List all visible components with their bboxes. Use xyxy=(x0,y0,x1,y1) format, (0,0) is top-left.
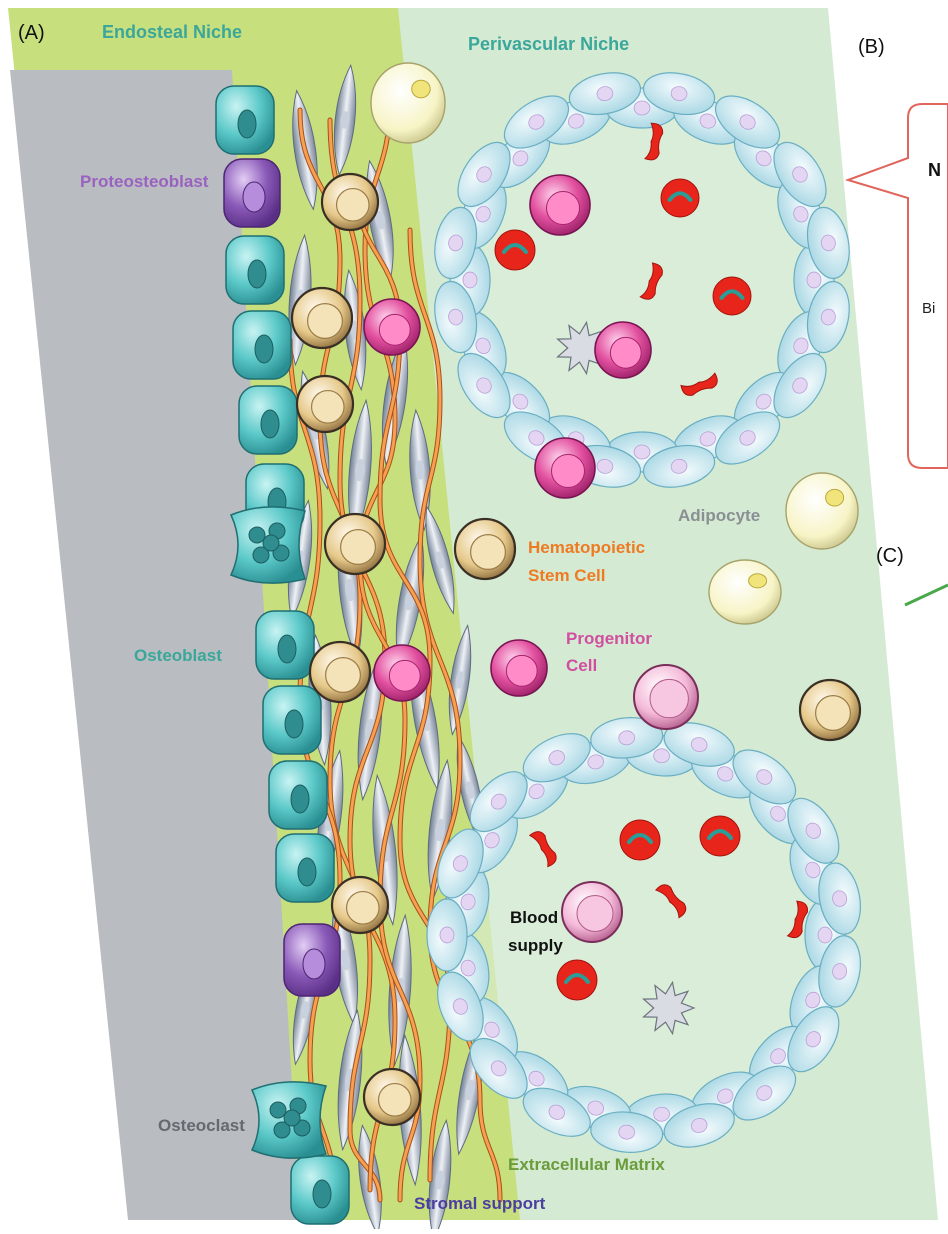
adipocyte-cell xyxy=(709,560,781,624)
hsc-nucleus xyxy=(312,391,344,423)
blood-supply-label-line1: Blood xyxy=(510,908,558,928)
red-blood-cell xyxy=(700,816,740,856)
stromal-support-label: Stromal support xyxy=(414,1194,545,1214)
hsc-label-line1: Hematopoietic xyxy=(528,538,645,558)
osteoblast-nucleus xyxy=(261,410,279,438)
progenitor-label-line1: Progenitor xyxy=(566,629,652,649)
osteoblast-nucleus xyxy=(278,635,296,663)
hsc-nucleus xyxy=(337,189,369,221)
osteoclast-nucleus xyxy=(284,1110,300,1126)
proteosteoblast-label: Proteosteoblast xyxy=(80,172,208,192)
endothelial-cell xyxy=(427,899,467,971)
red-blood-cell xyxy=(495,230,535,270)
osteoblast-nucleus xyxy=(255,335,273,363)
hsc-nucleus xyxy=(308,304,343,339)
osteoclast-nucleus xyxy=(263,535,279,551)
adipocyte-cell xyxy=(786,473,858,549)
osteoclast-nucleus xyxy=(270,1102,286,1118)
progenitor-nucleus xyxy=(610,337,641,368)
hsc-nucleus xyxy=(326,658,361,693)
blood-supply-label-line2: supply xyxy=(508,936,563,956)
red-blood-cell xyxy=(713,277,751,315)
panel-c-letter: (C) xyxy=(876,545,904,568)
adipocyte-nucleus xyxy=(749,574,767,588)
progenitor-nucleus xyxy=(552,455,585,488)
osteoblast-nucleus xyxy=(291,785,309,813)
progenitor-nucleus xyxy=(547,192,580,225)
osteoblast-nucleus xyxy=(248,260,266,288)
progenitor-label-line2: Cell xyxy=(566,656,597,676)
hsc-label-line2: Stem Cell xyxy=(528,566,605,586)
endosteal-niche-label: Endosteal Niche xyxy=(102,22,242,43)
adipocyte-cell xyxy=(371,63,445,143)
hsc-nucleus xyxy=(471,535,506,570)
adipocyte-nucleus xyxy=(826,489,844,506)
red-blood-cell xyxy=(620,820,660,860)
progenitor-nucleus-light xyxy=(577,896,613,932)
proteosteoblast-nucleus xyxy=(303,949,325,979)
hsc-nucleus xyxy=(347,892,379,924)
osteoblast-nucleus xyxy=(285,710,303,738)
hsc-nucleus xyxy=(816,696,851,731)
progenitor-nucleus xyxy=(389,660,420,691)
red-blood-cell xyxy=(557,960,597,1000)
panel-c-green-arrow xyxy=(905,585,948,605)
adipocyte-nucleus xyxy=(412,80,431,98)
perivascular-niche-label: Perivascular Niche xyxy=(468,34,629,55)
hsc-nucleus xyxy=(379,1084,411,1116)
osteoblast-nucleus xyxy=(238,110,256,138)
osteoclast-nucleus xyxy=(249,527,265,543)
osteoclast-label: Osteoclast xyxy=(158,1116,245,1136)
callout-text-2: Bi xyxy=(922,300,935,317)
extracellular-matrix-label: Extracellular Matrix xyxy=(508,1155,665,1175)
adipocyte-label: Adipocyte xyxy=(678,506,760,526)
proteosteoblast-nucleus xyxy=(243,182,265,212)
progenitor-nucleus xyxy=(506,655,537,686)
osteoblast-nucleus xyxy=(313,1180,331,1208)
red-blood-cell xyxy=(661,179,699,217)
osteoblast-label: Osteoblast xyxy=(134,646,222,666)
panel-a-letter: (A) xyxy=(18,22,45,45)
progenitor-nucleus xyxy=(379,314,410,345)
osteoblast-nucleus xyxy=(298,858,316,886)
hsc-nucleus xyxy=(341,530,376,565)
progenitor-nucleus-light xyxy=(650,679,688,717)
panel-b-letter: (B) xyxy=(858,36,885,59)
callout-text-1: N xyxy=(928,160,941,181)
